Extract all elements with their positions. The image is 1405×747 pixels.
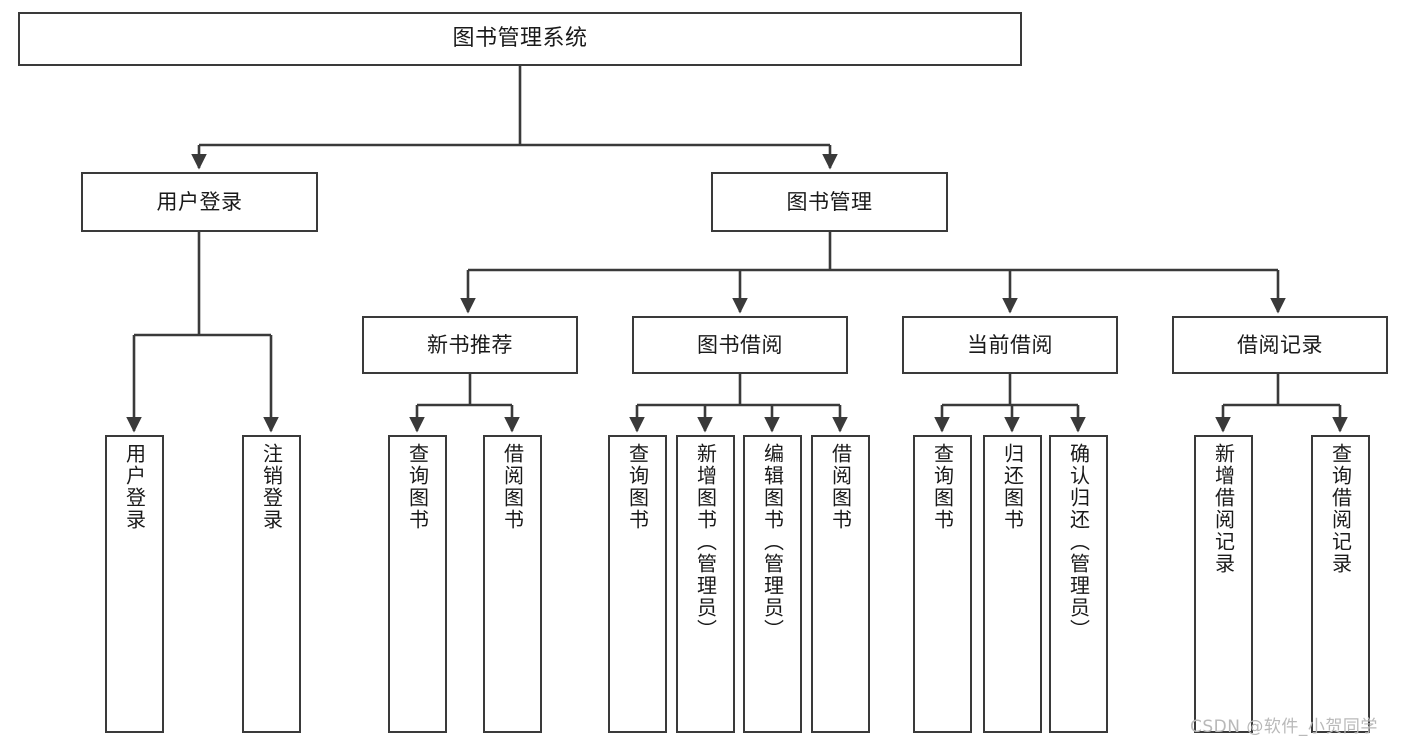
leaf-borrow-record-1[interactable]: 查询借阅记录 <box>1311 435 1370 733</box>
node-label: 查询图书 <box>625 443 650 531</box>
node-label: 归还图书 <box>1000 443 1025 531</box>
node-label: 确认归还（管理员） <box>1066 443 1091 641</box>
node-book-management[interactable]: 图书管理 <box>711 172 948 232</box>
node-label: 当前借阅 <box>967 332 1053 357</box>
csdn-watermark: CSDN @软件_小贺同学 <box>1190 717 1378 737</box>
node-user-login[interactable]: 用户登录 <box>81 172 318 232</box>
node-root-book-management-system[interactable]: 图书管理系统 <box>18 12 1022 66</box>
node-label: 用户登录 <box>122 443 147 531</box>
node-label: 查询图书 <box>405 443 430 531</box>
node-label: 借阅图书 <box>500 443 525 531</box>
leaf-user-login-1[interactable]: 注销登录 <box>242 435 301 733</box>
node-label: 借阅记录 <box>1237 332 1323 357</box>
leaf-current-borrow-0[interactable]: 查询图书 <box>913 435 972 733</box>
leaf-current-borrow-2[interactable]: 确认归还（管理员） <box>1049 435 1108 733</box>
node-label: 查询图书 <box>930 443 955 531</box>
node-borrow-record[interactable]: 借阅记录 <box>1172 316 1388 374</box>
node-label: 新书推荐 <box>427 332 513 357</box>
node-label: 编辑图书（管理员） <box>760 443 785 641</box>
node-label: 用户登录 <box>156 189 243 214</box>
node-label: 图书管理 <box>786 189 873 214</box>
node-label: 借阅图书 <box>828 443 853 531</box>
node-label: 注销登录 <box>259 443 284 531</box>
leaf-borrow-record-0[interactable]: 新增借阅记录 <box>1194 435 1253 733</box>
leaf-new-book-recommend-1[interactable]: 借阅图书 <box>483 435 542 733</box>
node-label: 新增图书（管理员） <box>693 443 718 641</box>
node-book-borrow[interactable]: 图书借阅 <box>632 316 848 374</box>
node-label: 图书管理系统 <box>452 26 588 52</box>
leaf-book-borrow-3[interactable]: 借阅图书 <box>811 435 870 733</box>
leaf-user-login-0[interactable]: 用户登录 <box>105 435 164 733</box>
node-new-book-recommend[interactable]: 新书推荐 <box>362 316 578 374</box>
node-current-borrow[interactable]: 当前借阅 <box>902 316 1118 374</box>
leaf-current-borrow-1[interactable]: 归还图书 <box>983 435 1042 733</box>
node-label: 新增借阅记录 <box>1211 443 1236 575</box>
node-label: 图书借阅 <box>697 332 783 357</box>
leaf-book-borrow-0[interactable]: 查询图书 <box>608 435 667 733</box>
leaf-new-book-recommend-0[interactable]: 查询图书 <box>388 435 447 733</box>
leaf-book-borrow-2[interactable]: 编辑图书（管理员） <box>743 435 802 733</box>
node-label: 查询借阅记录 <box>1328 443 1353 575</box>
leaf-book-borrow-1[interactable]: 新增图书（管理员） <box>676 435 735 733</box>
